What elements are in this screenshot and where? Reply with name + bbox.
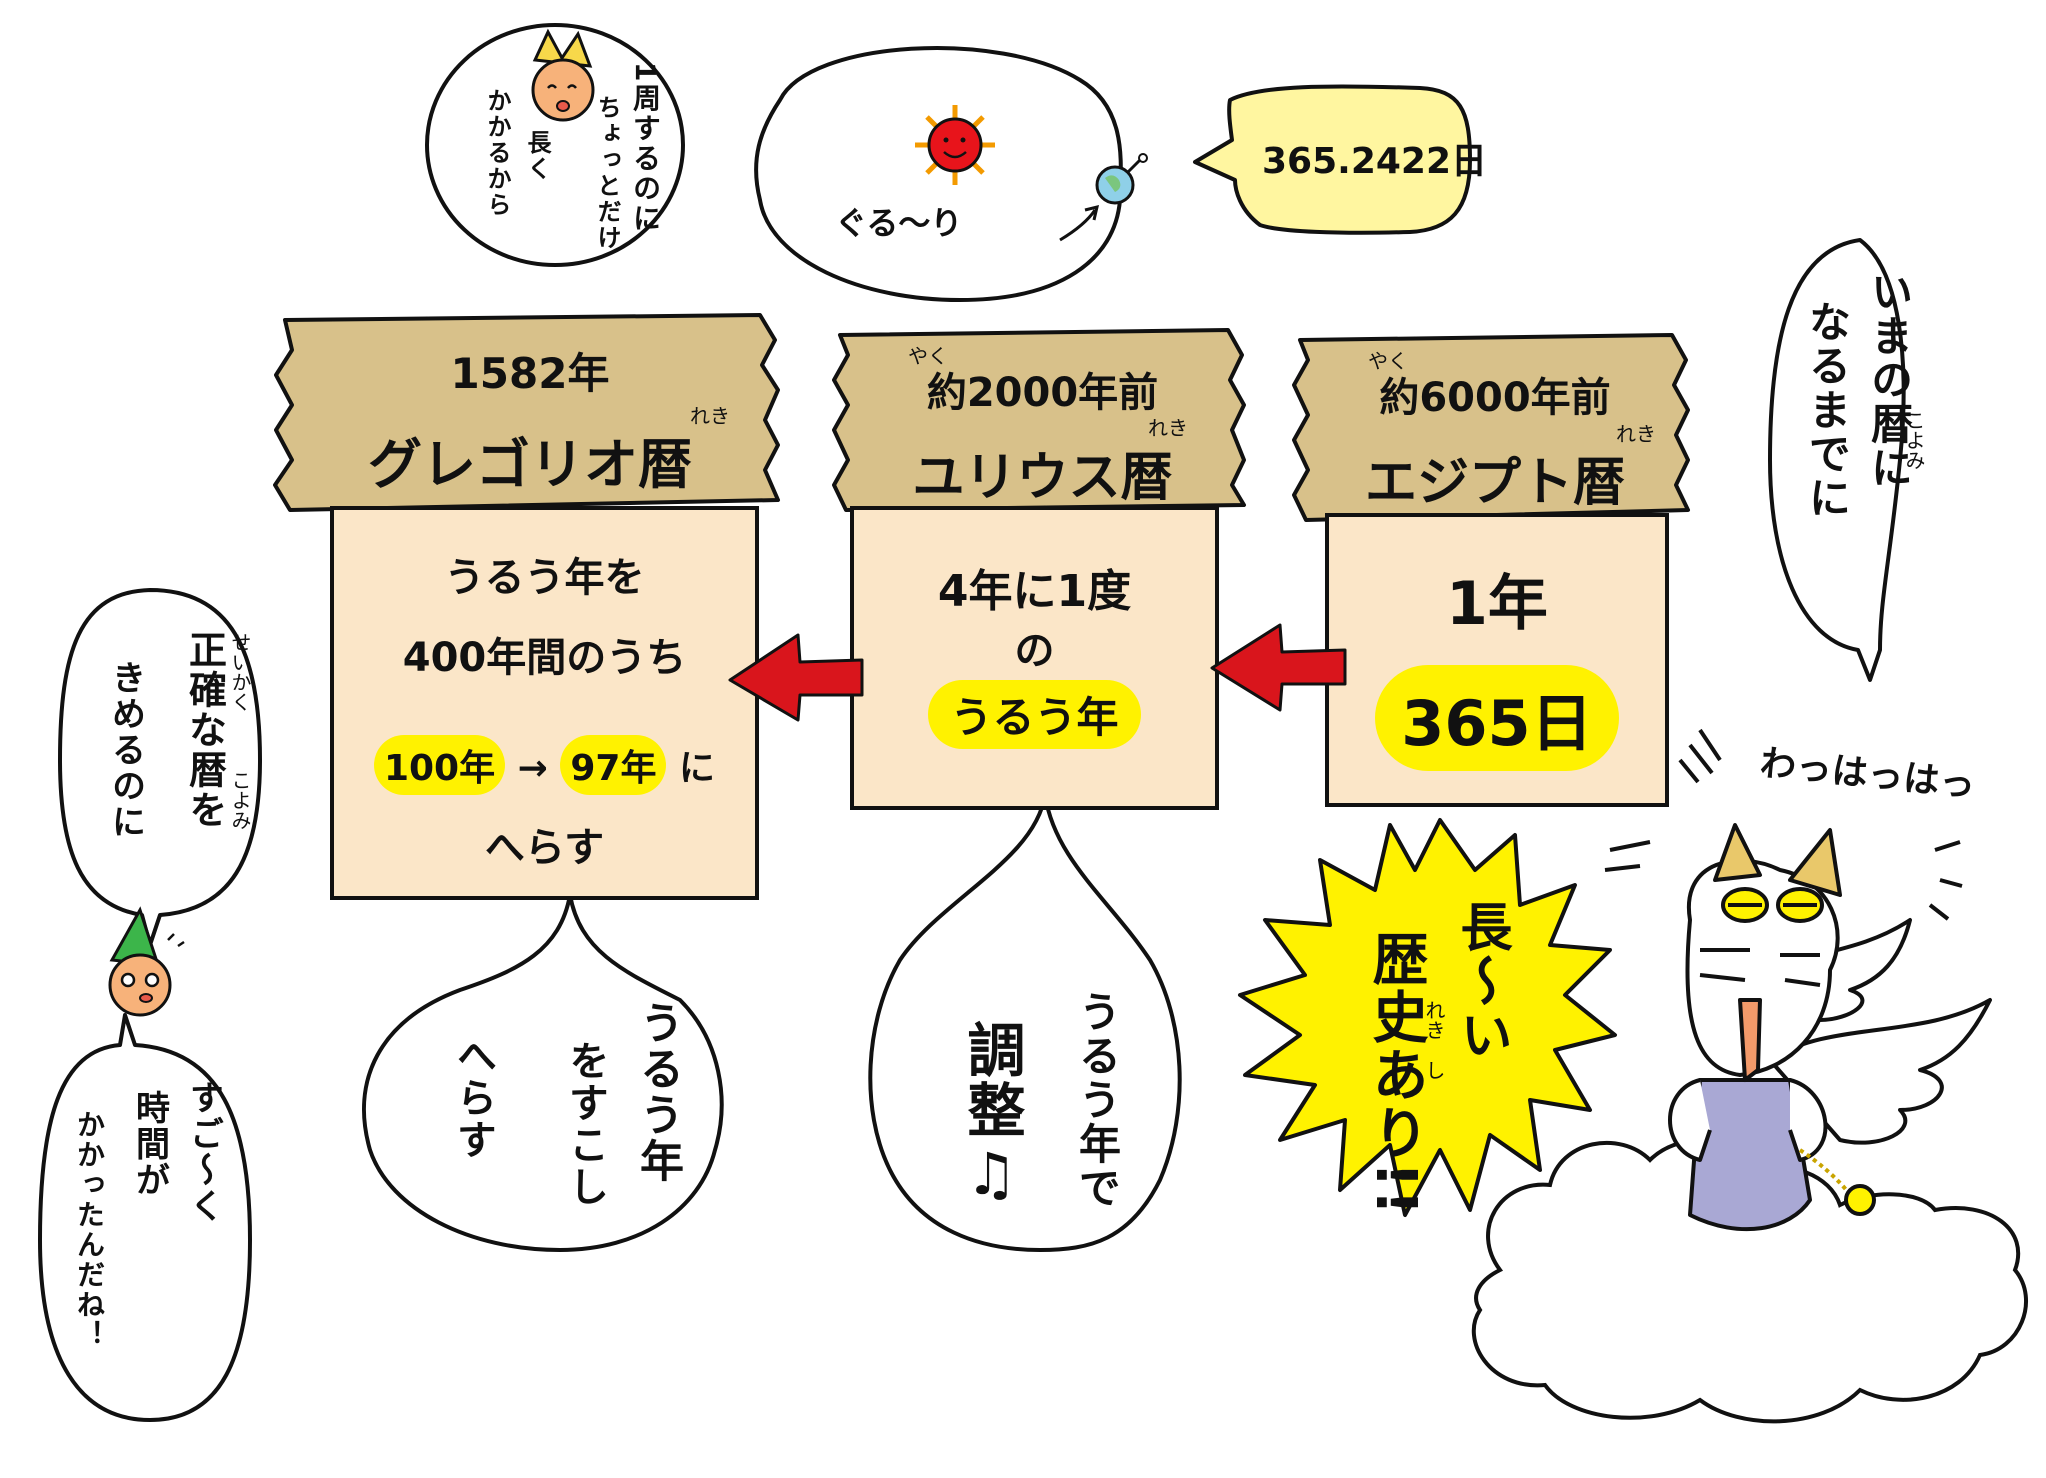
speech-bubble-right [1768, 238, 1906, 682]
bubble-right-col-1: いまの暦に [1864, 270, 1914, 490]
boy-face-icon [531, 28, 595, 122]
egyptian-body-line-1: 1年 [1446, 569, 1548, 639]
kid-face-icon [108, 906, 185, 1017]
gregorian-body-line-1: うるう年を [444, 555, 645, 601]
julian-body-line-2: の [1014, 628, 1055, 674]
egyptian-highlight-row: 365日 [1327, 665, 1667, 771]
orbit-arrow [1059, 209, 1097, 242]
julian-highlight-row: うるう年 [852, 680, 1217, 749]
bubble-gregorian-col-3: へらす [450, 1035, 496, 1161]
egyptian-era-ruby: やく [1368, 349, 1408, 373]
gregorian-from-highlight: 100年 [373, 735, 506, 795]
gregorian-arrow: → [517, 748, 548, 789]
julian-body-line-1: 4年に1度 [937, 566, 1132, 617]
bubble-top-left-col-1: 1周するのに [629, 62, 662, 234]
speech-bubble-under-julian [868, 793, 1182, 1252]
speech-bubble-left-bottom [38, 1013, 252, 1422]
julian-ruby: れき [1148, 416, 1188, 440]
gregorian-ruby: れき [690, 404, 730, 428]
bubble-julian-col-2: 調整♫ [957, 1020, 1026, 1210]
gregorian-suffix: に [679, 748, 716, 789]
gregorian-reduction: 100年 → 97年 に [332, 735, 757, 795]
box-julian [850, 506, 1219, 810]
gregorian-name: グレゴリオ暦 [368, 433, 692, 496]
julian-name: ユリウス暦 [912, 448, 1173, 508]
bubble-left-bottom-col-3: かかったんだね！ [73, 1110, 106, 1350]
bubble-left-top-col-2: きめるのに [105, 660, 146, 840]
julian-era-ruby: やく [908, 344, 948, 368]
cloud [1471, 1138, 2028, 1424]
burst-line-2: 歴史あり!! [1363, 930, 1428, 1218]
speech-bubble-days [1193, 84, 1472, 235]
speech-bubble-left-top [58, 588, 262, 947]
gregorian-last-line: へらす [484, 825, 605, 871]
bubble-right-ruby: こよみ [1902, 410, 1926, 470]
arrow-julian-to-gregorian [728, 633, 864, 722]
speech-bubble-top-left [425, 23, 685, 267]
banner-julian [832, 328, 1246, 512]
bubble-top-left-col-3: 長く [523, 130, 551, 182]
gregorian-era: 1582年 [450, 349, 610, 398]
sun-icon [915, 105, 995, 185]
egyptian-name: エジプト暦 [1364, 453, 1625, 513]
burst-shape [1238, 818, 1617, 1217]
earth-icon [1095, 153, 1148, 205]
box-gregorian [330, 506, 759, 900]
arrow-egyptian-to-julian [1210, 623, 1347, 712]
burst-ruby-2: し [1422, 1060, 1446, 1080]
egyptian-era: 約6000年前 [1379, 375, 1611, 421]
old-man-icon [1668, 823, 1992, 1232]
bubble-top-left-col-2: ちょっとだけ [593, 95, 621, 251]
bubble-left-top-col-1: 正確な暦を [182, 630, 227, 830]
julian-leap-year-highlight: うるう年 [928, 680, 1141, 749]
bubble-julian-col-1: うるう年で [1072, 990, 1122, 1210]
bubble-gregorian-col-1: うるう年 [632, 1000, 683, 1184]
bubble-left-top-ruby-2: こよみ [228, 770, 252, 830]
bubble-left-bottom-col-1: すご〜く [183, 1080, 224, 1224]
bubble-left-bottom-col-2: 時間が [129, 1090, 170, 1198]
gregorian-body-line-2: 400年間のうち [402, 635, 687, 681]
speech-bubble-under-gregorian [362, 893, 724, 1252]
gregorian-to-highlight: 97年 [560, 735, 667, 795]
bubble-right-col-2: なるまでに [1802, 300, 1852, 520]
days-value: 365.2422日 [1262, 141, 1488, 182]
burst-line-1: 長〜い [1451, 900, 1511, 1062]
bubble-gregorian-col-2: をすこし [562, 1040, 608, 1208]
banner-egyptian [1292, 333, 1690, 522]
orbit-label: ぐる〜り [835, 204, 963, 242]
bubble-top-left-col-4: かかるから [483, 88, 511, 218]
bubble-left-top-ruby-1: せいかく [228, 632, 252, 712]
burst-ruby-1: れき [1422, 1000, 1446, 1040]
banner-gregorian [273, 313, 780, 512]
speech-bubble-orbit [754, 46, 1123, 302]
egyptian-ruby: れき [1616, 422, 1656, 446]
julian-era: 約2000年前 [926, 370, 1159, 416]
egyptian-days-highlight: 365日 [1375, 665, 1619, 771]
